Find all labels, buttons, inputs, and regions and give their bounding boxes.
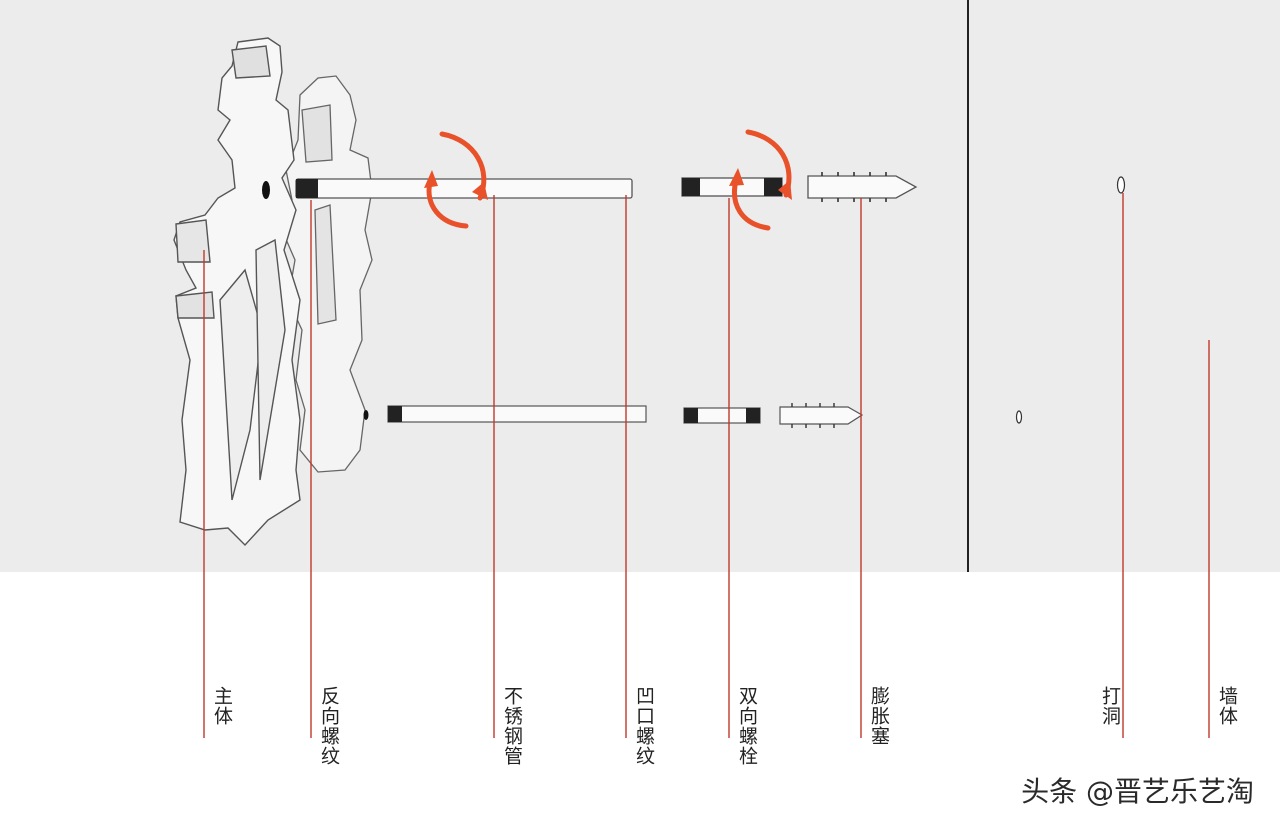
sculpture-back-layer <box>281 75 373 473</box>
lower-double-bolt <box>683 407 761 424</box>
rotation-arrow-bolt-icon <box>729 129 792 231</box>
upper-expansion-plug <box>807 172 918 202</box>
label-double-bolt: 双向螺栓 <box>736 686 758 766</box>
label-expansion-plug: 膨胀塞 <box>868 686 890 746</box>
leader-lines <box>203 193 1210 738</box>
floor-area <box>0 572 1280 830</box>
rotation-arrow-pipe-icon <box>424 131 488 229</box>
sculpture-hole-lower <box>363 410 369 420</box>
wall-drill-hole-lower <box>1015 410 1023 424</box>
lower-expansion-plug <box>779 403 864 428</box>
label-wall-body: 墙体 <box>1216 686 1238 726</box>
upper-double-bolt <box>681 177 783 197</box>
sculpture-hole-upper <box>262 181 270 199</box>
upper-steel-pipe <box>295 178 633 199</box>
label-groove-thread: 凹口螺纹 <box>633 686 655 766</box>
watermark-text: 头条 @晋艺乐艺淘 <box>1021 775 1254 808</box>
label-main-body: 主体 <box>211 686 233 726</box>
label-steel-pipe: 不锈钢管 <box>501 686 523 766</box>
wall-drill-hole-upper <box>1116 176 1126 194</box>
sculpture-front-layer <box>173 37 301 547</box>
label-drill-hole: 打洞 <box>1099 686 1121 726</box>
label-reverse-thread: 反向螺纹 <box>318 686 340 766</box>
lower-steel-pipe <box>387 405 647 423</box>
